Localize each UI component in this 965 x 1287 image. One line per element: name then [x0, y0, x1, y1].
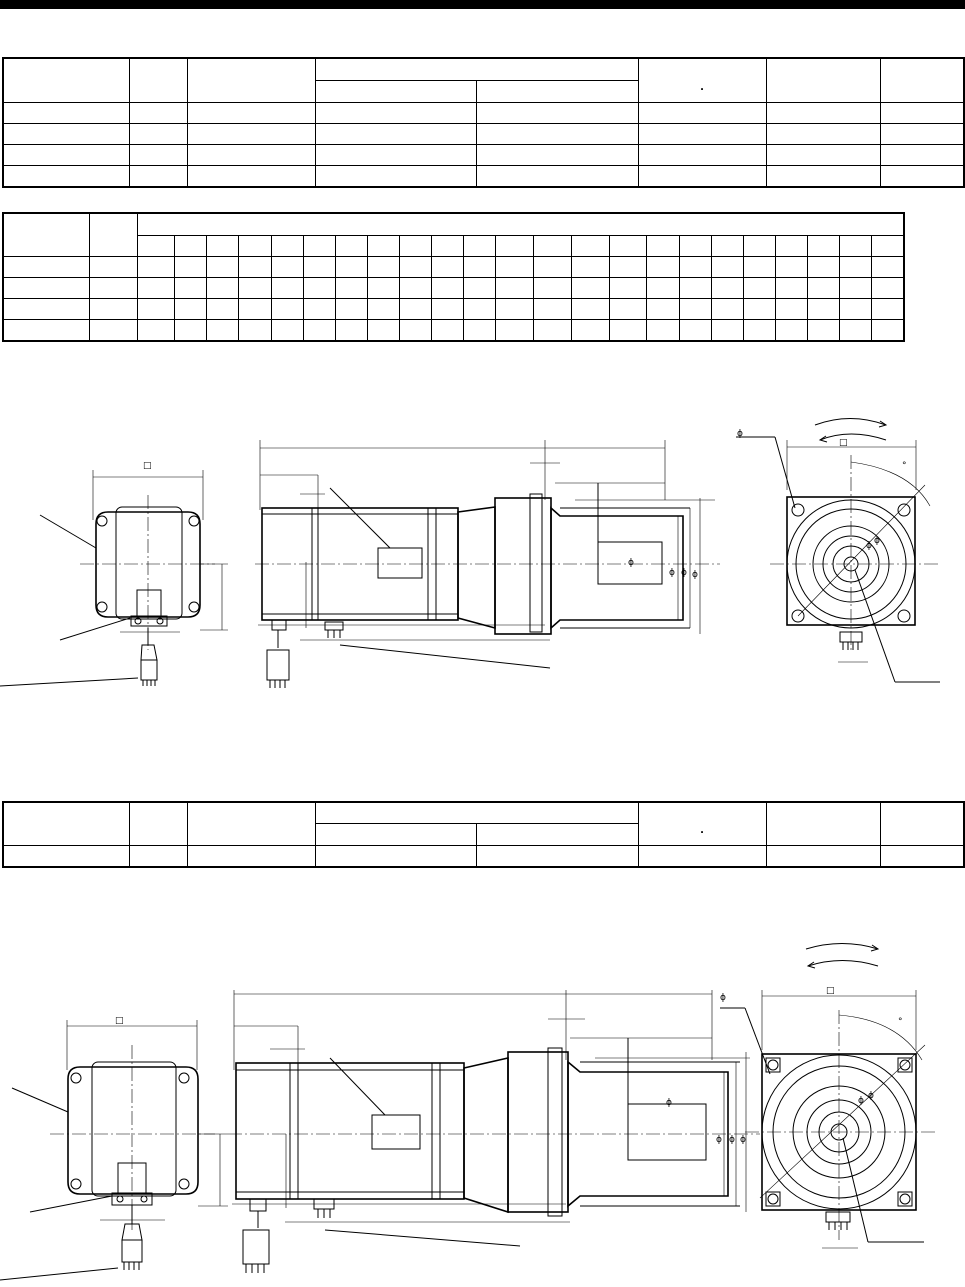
motor-front-view-2 [720, 943, 935, 1249]
motor-side-view-2 [228, 990, 760, 1273]
phi-symbol: ϕ [729, 1135, 735, 1145]
table-cell [2, 57, 130, 103]
phi-symbol: ϕ [628, 558, 634, 568]
motor-end-view-2 [0, 1020, 228, 1281]
page-header-bar [0, 0, 965, 9]
motor-front-view-1 [736, 418, 940, 683]
phi-symbol: ϕ [666, 1098, 672, 1108]
table-row [2, 276, 905, 299]
table-row [2, 122, 965, 145]
phi-symbol: ϕ [692, 570, 698, 580]
spec-table-top: . [2, 57, 965, 188]
square-size-symbol: □ [115, 1016, 124, 1026]
phi-symbol: ϕ [737, 429, 743, 439]
phi-symbol: ϕ [669, 568, 675, 578]
table-row [2, 318, 905, 341]
motor-side-view-1 [255, 440, 720, 688]
phi-symbol: ϕ [681, 568, 687, 578]
phi-symbol: ϕ [740, 1135, 746, 1145]
phi-symbol: ϕ [858, 1096, 864, 1106]
degree-symbol: ° [898, 1017, 903, 1027]
table-row [2, 845, 965, 868]
square-size-symbol: □ [826, 986, 835, 996]
degree-symbol: ° [902, 461, 907, 471]
motor-end-view-1 [0, 470, 228, 687]
square-size-symbol: □ [143, 461, 152, 471]
table-row [2, 143, 965, 166]
decimal-dot: . [700, 825, 704, 836]
phi-symbol: ϕ [716, 1135, 722, 1145]
table-cell [2, 212, 90, 257]
phi-symbol: ϕ [874, 536, 880, 546]
square-size-symbol: □ [839, 438, 848, 448]
phi-symbol: ϕ [868, 1091, 874, 1101]
phi-symbol: ϕ [866, 541, 872, 551]
decimal-dot: . [700, 82, 704, 94]
table-cell [879, 57, 965, 103]
table-row [2, 297, 905, 320]
dimension-table [2, 212, 906, 342]
phi-symbol: ϕ [720, 993, 726, 1003]
spec-table-bottom: . [2, 801, 965, 868]
table-cell [128, 57, 188, 103]
table-row [2, 164, 965, 187]
